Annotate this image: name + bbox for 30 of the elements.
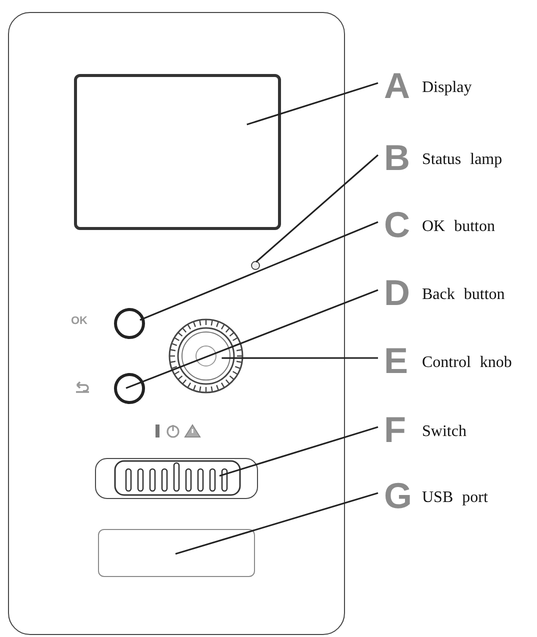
leader-line [219,426,378,477]
callout-label: USB port [422,488,488,507]
round-button [114,373,145,404]
callout-label: Status lamp [422,150,502,169]
status-lamp [251,261,260,270]
control-knob [168,318,244,394]
leader-line [126,289,378,389]
round-button [114,308,145,339]
control-panel [8,12,345,635]
callout-letter: G [384,478,414,514]
callout-label: Switch [422,422,466,441]
callout-label: Control knob [422,353,512,372]
leader-line [246,82,378,126]
leader-line [140,221,378,321]
callout-letter: A [384,68,411,104]
leader-line [222,357,378,359]
callout-letter: C [384,207,411,243]
usb-port-cover [98,529,255,577]
callout-letter: D [384,275,411,311]
leader-line [175,492,378,555]
display-screen [74,74,281,230]
callout-label: Back button [422,285,505,304]
callout-label: Display [422,78,472,97]
button-label: OK [71,315,88,327]
slide-switch [95,458,258,499]
leader-line [256,154,379,263]
callout-letter: E [384,343,410,379]
callout-letter: F [384,412,407,448]
callout-letter: B [384,140,411,176]
callout-label: OK button [422,217,495,236]
